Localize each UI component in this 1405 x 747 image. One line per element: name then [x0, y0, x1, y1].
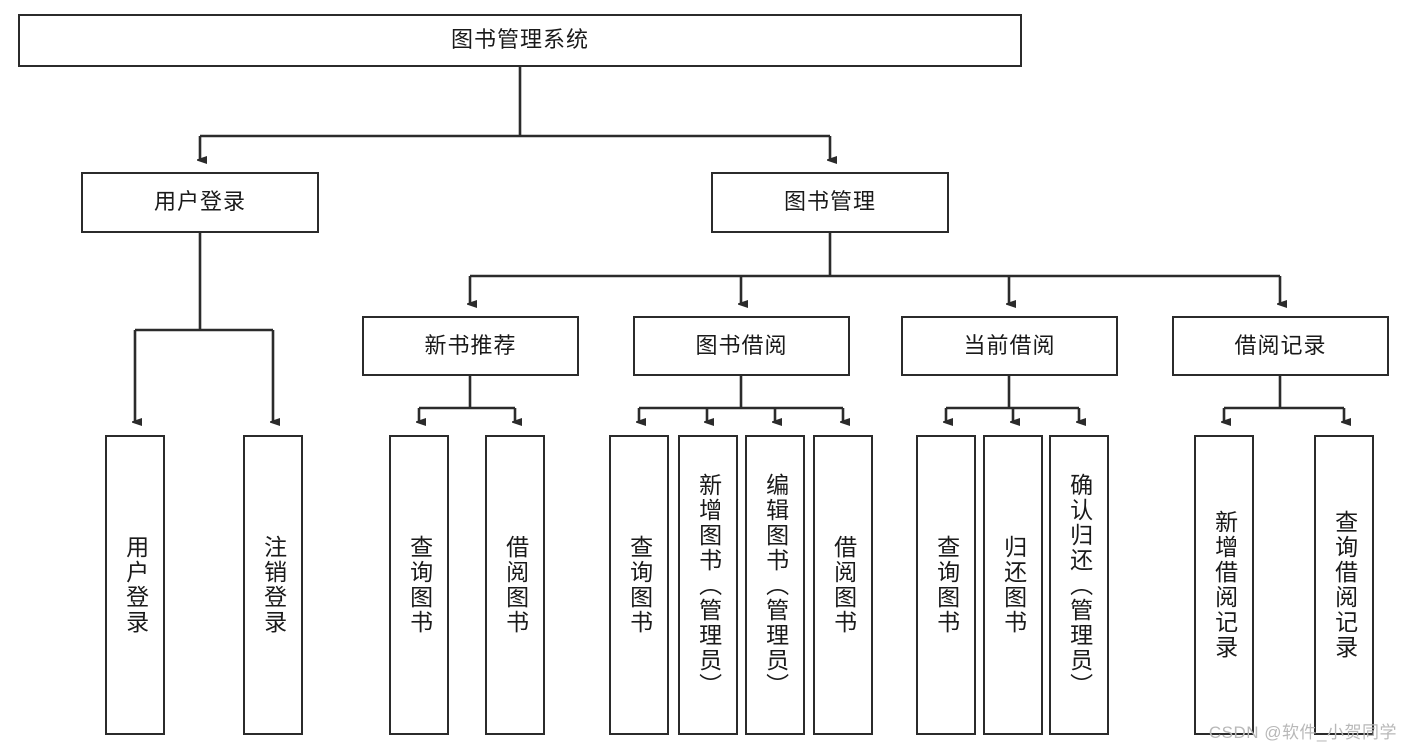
leaf-node[interactable]: 编辑图书（管理员）: [745, 435, 805, 735]
leaf-node[interactable]: 用户登录: [105, 435, 165, 735]
leaf-label: 借阅图书: [830, 535, 857, 635]
node-book-management-label: 图书管理: [783, 189, 876, 215]
leaf-node[interactable]: 查询借阅记录: [1314, 435, 1374, 735]
node-root-label: 图书管理系统: [450, 27, 589, 53]
node-new-book-recommend-label: 新书推荐: [424, 332, 517, 358]
leaf-label: 新增借阅记录: [1211, 510, 1238, 660]
leaf-label: 新增图书（管理员）: [695, 472, 722, 698]
node-user-login[interactable]: 用户登录: [81, 172, 319, 233]
leaf-node[interactable]: 新增借阅记录: [1194, 435, 1254, 735]
node-user-login-label: 用户登录: [153, 189, 246, 215]
leaf-node[interactable]: 借阅图书: [485, 435, 545, 735]
leaf-label: 查询图书: [933, 535, 960, 635]
leaf-node[interactable]: 新增图书（管理员）: [678, 435, 738, 735]
leaf-label: 查询图书: [626, 535, 653, 635]
leaf-label: 查询借阅记录: [1331, 510, 1358, 660]
leaf-label: 查询图书: [406, 535, 433, 635]
leaf-label: 用户登录: [122, 535, 149, 635]
node-current-borrow-label: 当前借阅: [963, 332, 1056, 358]
node-borrow-record[interactable]: 借阅记录: [1172, 316, 1389, 376]
node-book-borrow[interactable]: 图书借阅: [633, 316, 850, 376]
leaf-node[interactable]: 确认归还（管理员）: [1049, 435, 1109, 735]
node-root[interactable]: 图书管理系统: [18, 14, 1022, 67]
leaf-label: 归还图书: [1000, 535, 1027, 635]
leaf-node[interactable]: 借阅图书: [813, 435, 873, 735]
leaf-label: 注销登录: [260, 535, 287, 635]
leaf-label: 借阅图书: [502, 535, 529, 635]
node-borrow-record-label: 借阅记录: [1234, 332, 1327, 358]
leaf-node[interactable]: 归还图书: [983, 435, 1043, 735]
leaf-node[interactable]: 查询图书: [916, 435, 976, 735]
node-book-management[interactable]: 图书管理: [711, 172, 949, 233]
csdn-watermark: CSDN @软件_小贺同学: [1208, 723, 1397, 742]
node-current-borrow[interactable]: 当前借阅: [901, 316, 1118, 376]
leaf-label: 编辑图书（管理员）: [762, 472, 789, 698]
node-book-borrow-label: 图书借阅: [695, 332, 788, 358]
leaf-node[interactable]: 查询图书: [389, 435, 449, 735]
leaf-node[interactable]: 注销登录: [243, 435, 303, 735]
node-new-book-recommend[interactable]: 新书推荐: [362, 316, 579, 376]
leaf-label: 确认归还（管理员）: [1066, 472, 1093, 698]
leaf-node[interactable]: 查询图书: [609, 435, 669, 735]
